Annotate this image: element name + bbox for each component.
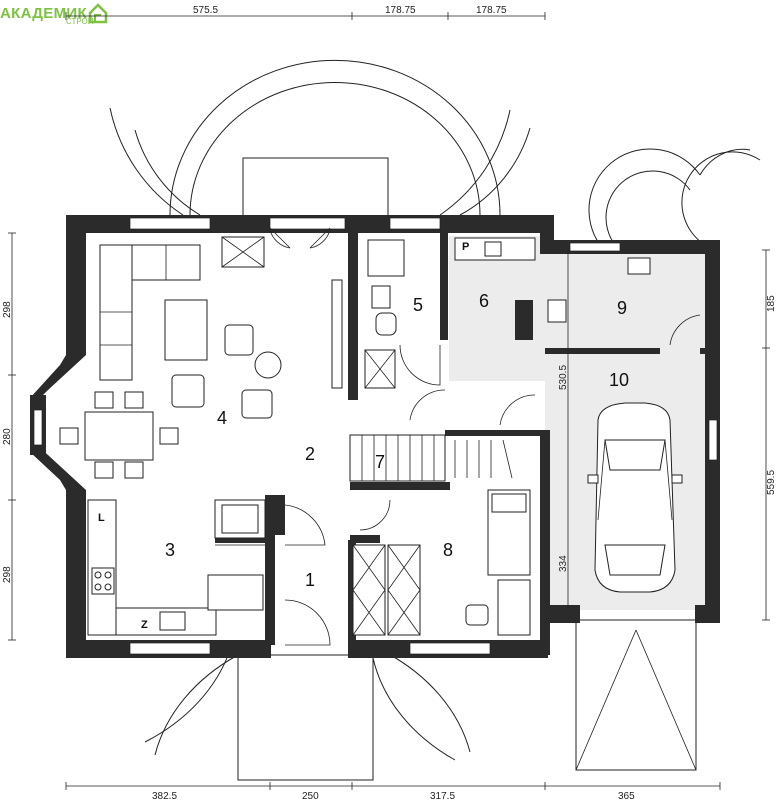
dim-left-2: 280 (2, 428, 13, 445)
dim-right-1: 185 (766, 295, 777, 312)
fixture-z-label: Z (141, 619, 148, 631)
car (587, 402, 683, 593)
room-9-label: 9 (617, 298, 627, 318)
room-4-label: 4 (217, 408, 227, 428)
dim-bottom-4: 365 (618, 791, 635, 800)
stairs (349, 434, 513, 482)
logo: АКАДЕМИК СТРОЙ (0, 0, 109, 26)
room-1-label: 1 (305, 570, 315, 590)
wardrobes (352, 489, 531, 636)
dim-top-3: 178.75 (476, 5, 507, 16)
doors (269, 227, 701, 646)
house-logo-icon (88, 3, 108, 24)
room-10-label: 10 (609, 370, 629, 390)
room-8-label: 8 (443, 540, 453, 560)
dim-left-3: 298 (2, 566, 13, 583)
partition-shelf (331, 279, 343, 389)
round-table (254, 351, 282, 379)
dim-top-2: 178.75 (385, 5, 416, 16)
fixture-p-label: P (462, 241, 469, 253)
fixture-l-label: L (98, 512, 105, 524)
kitchen (87, 499, 266, 636)
dim-bottom-2: 250 (302, 791, 319, 800)
dim-left-1: 298 (2, 301, 13, 318)
driveway (575, 619, 697, 771)
utility-fixtures (454, 237, 651, 323)
terrace-bottom (144, 649, 471, 781)
interior-walls (215, 230, 710, 645)
room-3-label: 3 (165, 540, 175, 560)
terrace-top (109, 59, 531, 217)
dining-set (59, 391, 179, 479)
dim-right-2: 559.5 (766, 470, 777, 495)
logo-brand: АКАДЕМИК (0, 4, 87, 22)
dim-bottom-1: 382.5 (152, 791, 177, 800)
bathroom (364, 239, 405, 389)
armchair-3 (241, 389, 273, 419)
terrace-right (588, 148, 761, 246)
dim-bottom-3: 317.5 (430, 791, 455, 800)
armchair-1 (224, 324, 254, 356)
dim-interior-2: 334 (558, 555, 569, 572)
dim-top-1: 575.5 (193, 5, 218, 16)
logo-sub: СТРОЙ (66, 17, 94, 26)
armchair-2 (171, 374, 205, 408)
room-7-label: 7 (375, 452, 385, 472)
dimension-lines (8, 12, 770, 790)
coffee-table (164, 299, 208, 361)
windows (33, 217, 718, 655)
sofa (99, 244, 201, 381)
room-5-label: 5 (413, 295, 423, 315)
room-6-label: 6 (479, 291, 489, 311)
room-2-label: 2 (305, 444, 315, 464)
dim-interior-1: 530.5 (558, 365, 569, 390)
